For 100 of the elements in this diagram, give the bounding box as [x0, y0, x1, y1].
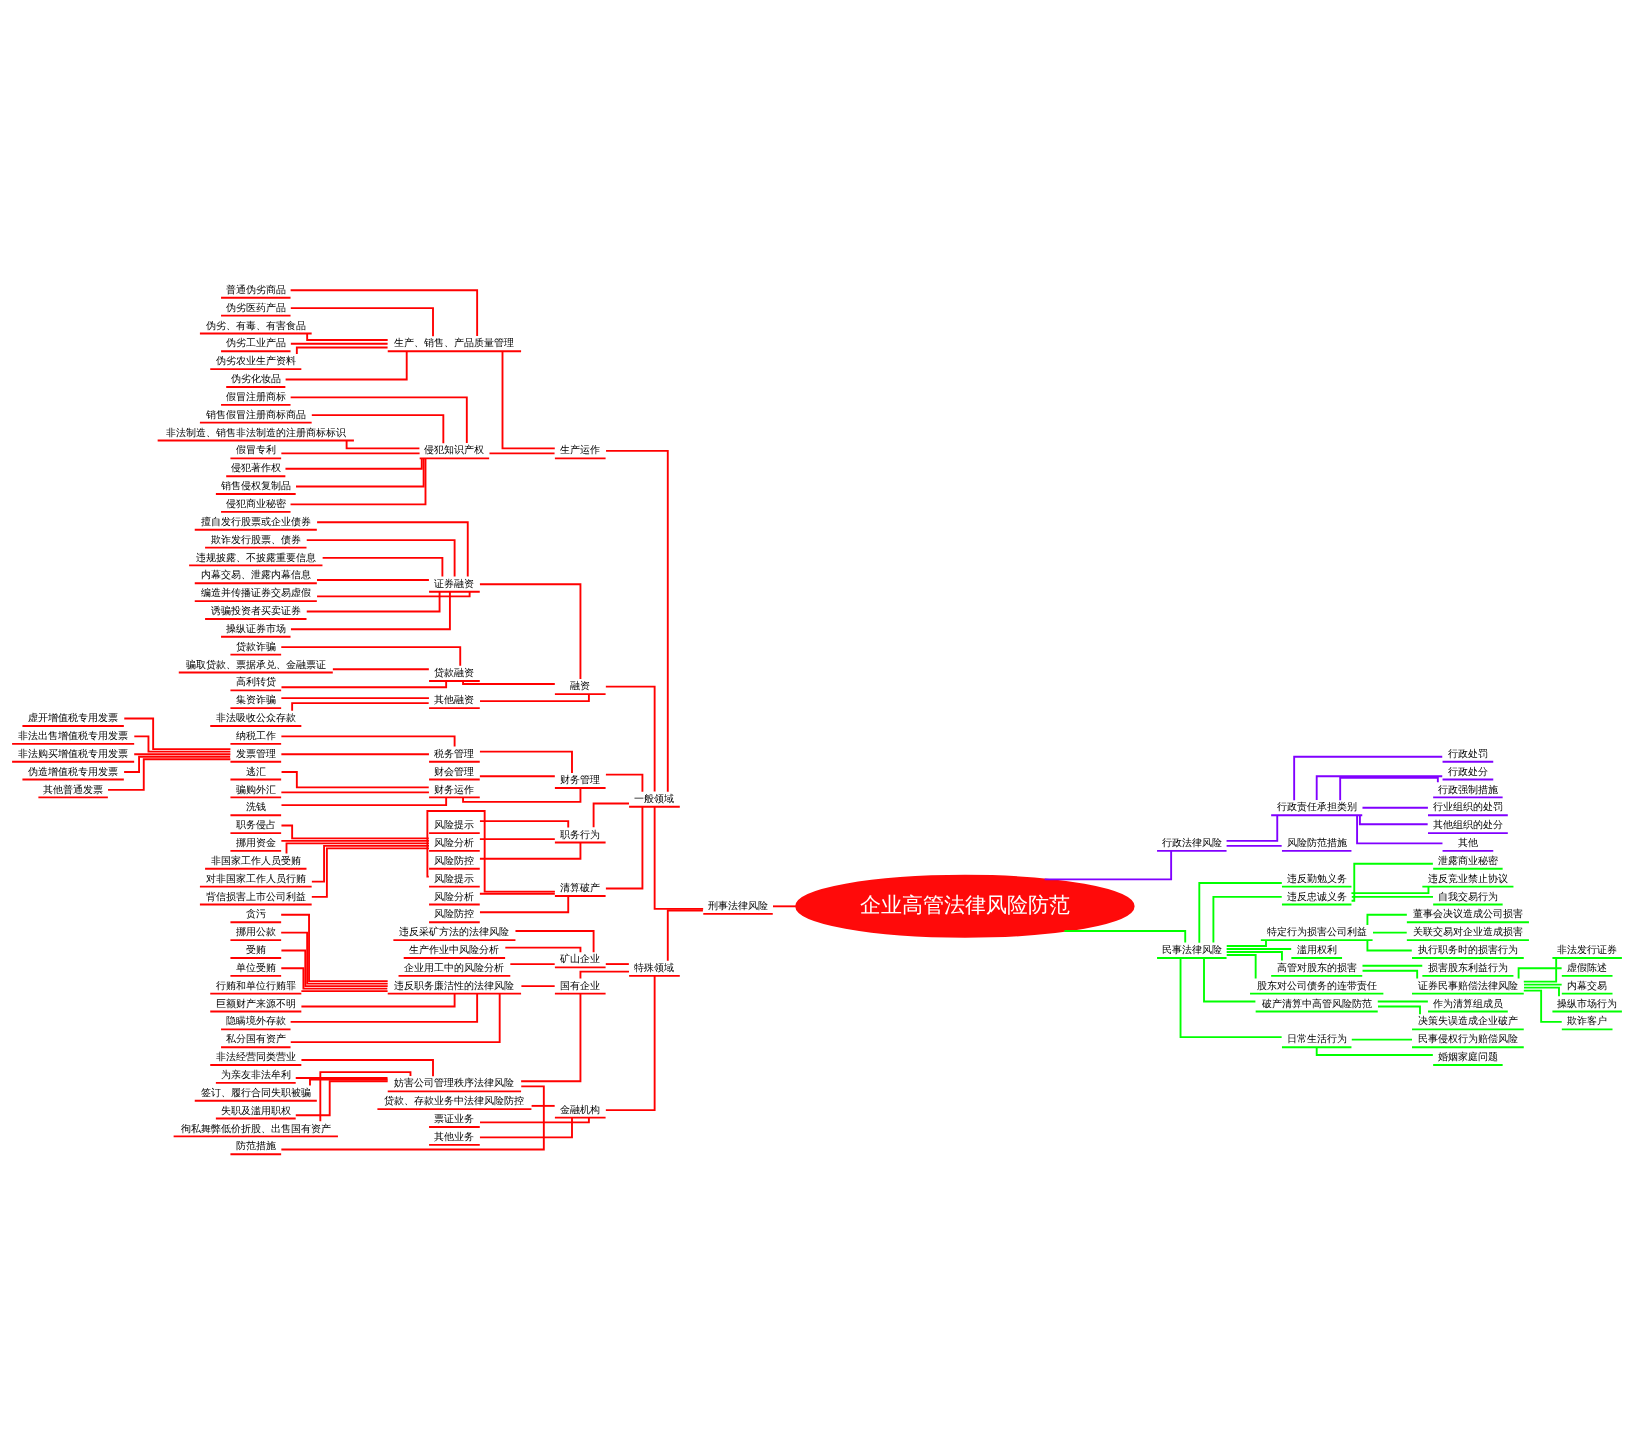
connector	[604, 974, 656, 1111]
connector	[1350, 895, 1434, 898]
node-text: 税务管理	[434, 746, 475, 759]
node-text: 高管对股东的损害	[1276, 960, 1357, 973]
connector	[1225, 844, 1283, 847]
connector	[478, 774, 556, 777]
node-text: 侵犯知识产权	[424, 442, 485, 455]
node-text: 巨额财产来源不明	[215, 996, 296, 1009]
connector	[133, 734, 232, 753]
connector	[123, 717, 232, 750]
connector	[289, 992, 501, 1043]
connector	[280, 966, 389, 990]
node-ellipse: 企业高管法律风险防范	[795, 874, 1135, 938]
node-text: 清算破产	[560, 880, 601, 893]
node-text: 违反竞业禁止协议	[1427, 871, 1508, 884]
connector	[310, 846, 430, 898]
node-text: 滥用权利	[1296, 942, 1337, 955]
connector	[772, 904, 797, 907]
connector	[592, 802, 630, 828]
node-text: 贪污	[245, 906, 266, 919]
node-text: 风险防控	[434, 853, 475, 866]
connector	[289, 395, 468, 444]
connector	[1361, 964, 1424, 967]
node-text: 销售侵权复制品	[220, 478, 291, 491]
connector	[309, 1078, 389, 1086]
connector	[1179, 956, 1283, 1038]
connector	[488, 451, 556, 454]
node-text: 作为清算组成员	[1432, 996, 1503, 1009]
connector	[1203, 956, 1257, 1002]
connector	[1522, 989, 1563, 1023]
connector	[289, 306, 434, 337]
node-text: 违反勤勉义务	[1286, 871, 1347, 884]
connector	[133, 752, 232, 755]
connector	[479, 819, 570, 828]
node-text: 国有企业	[560, 978, 601, 991]
node-text: 洗钱	[245, 799, 266, 812]
node-text: 贷款诈骗	[235, 639, 276, 652]
connector	[310, 844, 430, 883]
node-text: 婚姻家庭问题	[1437, 1049, 1498, 1062]
connector	[1523, 986, 1560, 997]
node-text: 特定行为损害公司利益	[1266, 924, 1367, 937]
connector	[579, 970, 630, 979]
connector	[1198, 881, 1283, 944]
node-text: 隐瞒境外存款	[225, 1013, 286, 1026]
node-text: 风险防范措施	[1286, 835, 1347, 848]
connector	[1522, 956, 1558, 983]
connector	[1350, 862, 1434, 902]
connector	[1361, 969, 1419, 979]
connector	[504, 946, 582, 953]
connector	[479, 1116, 573, 1138]
node-text: 其他普通发票	[43, 782, 104, 794]
connector	[1517, 966, 1563, 979]
connector	[280, 1084, 545, 1150]
node-text: 非法制造、销售非法制造的注册商标标识	[165, 425, 346, 438]
node-text: 矿山企业	[560, 951, 601, 964]
node-text: 生产运作	[560, 442, 601, 455]
node-text: 行业组织的处罚	[1432, 799, 1503, 812]
node-text: 风险分析	[434, 835, 475, 848]
node-text: 股东对公司债务的连带责任	[1256, 978, 1377, 991]
node-text: 假冒专利	[235, 442, 276, 455]
connector	[1225, 953, 1257, 980]
connector	[1366, 938, 1413, 951]
connector	[478, 841, 582, 860]
node-text: 破产清算中高管风险防范	[1261, 996, 1372, 1009]
node-text: 对非国家工作人员行贿	[205, 871, 306, 884]
connector	[1377, 1005, 1421, 1015]
node-text: 财务运作	[434, 782, 475, 794]
connector	[284, 349, 408, 380]
connector	[319, 1070, 412, 1122]
node-text: 风险提示	[434, 817, 475, 830]
node-text: 伪劣农业生产资料	[215, 353, 296, 366]
node-text: 违反忠诚义务	[1286, 889, 1347, 902]
connector	[501, 349, 556, 449]
node-text: 生产作业中风险分析	[409, 942, 500, 955]
node-text: 伪造增值税专用发票	[28, 764, 119, 777]
node-text: 非法经营同类营业	[215, 1049, 296, 1062]
connector	[280, 796, 448, 806]
node-text: 行政处罚	[1447, 746, 1488, 759]
connector	[107, 757, 232, 791]
connector	[1339, 776, 1439, 801]
node-text: 董事会决议造成公司损害	[1412, 906, 1523, 919]
connector	[666, 909, 704, 962]
connector	[123, 755, 232, 773]
connector	[316, 520, 469, 578]
node-text: 骗购外汇	[235, 782, 276, 794]
node-text: 诱骗投资者买卖证券	[210, 603, 301, 616]
node-text: 自我交易行为	[1437, 889, 1498, 902]
connector	[295, 457, 425, 487]
connector	[300, 989, 389, 992]
node-text: 关联交易对企业造成损害	[1412, 924, 1523, 937]
connector	[305, 590, 441, 612]
connector	[479, 750, 573, 774]
connector	[289, 992, 479, 1023]
node-text: 金融机构	[560, 1102, 601, 1115]
node-text: 行贿和单位行贿罪	[215, 978, 296, 991]
node-text: 编造并传播证券交易虚假	[200, 585, 311, 598]
connector	[289, 342, 389, 345]
node-text: 假冒注册商标	[225, 389, 286, 402]
connector	[280, 645, 462, 667]
node-text: 决策失误造成企业破产	[1417, 1013, 1518, 1026]
